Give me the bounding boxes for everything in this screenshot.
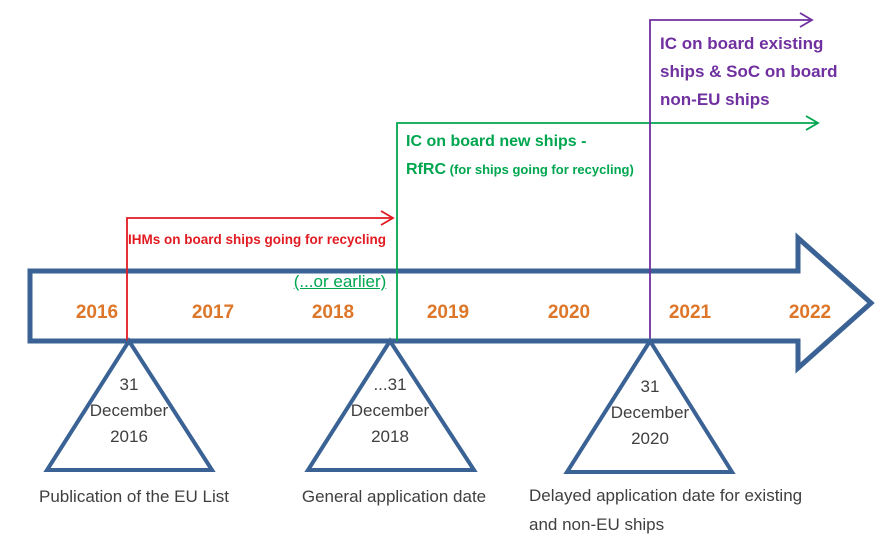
milestone-date-2020-year: 2020 [631, 429, 669, 448]
ihm-annotation-label: IHMs on board ships going for recycling [128, 232, 387, 247]
purple-arrow-line [649, 19, 811, 341]
caption-line: General application date [301, 487, 487, 506]
milestone-caption-general-application: General application date [274, 482, 514, 511]
caption-line-2: and non-EU ships [529, 515, 665, 534]
milestone-caption-delayed-application: Delayed application date for existing an… [529, 481, 869, 539]
green-arrow-head-icon [805, 115, 820, 131]
rfrc-label-detail: (for ships going for recycling) [446, 162, 634, 177]
ic-new-ships-label-line2: RfRC (for ships going for recycling) [406, 161, 634, 179]
purple-label-line2: ships & SoC on board [660, 62, 838, 81]
milestone-date-2020: 31 December 2020 [570, 374, 730, 452]
purple-arrow-head-icon [799, 12, 814, 28]
rfrc-label: RfRC [406, 161, 446, 178]
milestone-triangle-2016 [43, 337, 216, 472]
caption-line: Publication of the EU List [39, 487, 229, 506]
ic-new-ships-label-line1: IC on board new ships - [406, 133, 587, 150]
year-label-2017: 2017 [191, 302, 235, 323]
purple-label-line1: IC on board existing [660, 34, 824, 53]
milestone-date-2018-month: December [350, 401, 430, 420]
red-arrow-head-icon [380, 210, 395, 226]
milestone-triangle-2020 [563, 337, 736, 474]
purple-label-line3: non-EU ships [660, 90, 770, 109]
year-label-2016: 2016 [75, 302, 119, 323]
year-label-2018: 2018 [311, 302, 355, 323]
year-label-2022: 2022 [788, 302, 832, 323]
milestone-date-2018-day: ...31 [373, 375, 407, 394]
milestone-date-2016-year: 2016 [110, 427, 148, 446]
year-label-2021: 2021 [668, 302, 712, 323]
caption-line-1: Delayed application date for existing [529, 486, 803, 505]
or-earlier-note: (...or earlier) [293, 272, 387, 291]
milestone-date-2018-year: 2018 [371, 427, 409, 446]
milestone-date-2020-day: 31 [640, 377, 660, 396]
timeline-arrow [27, 232, 875, 374]
milestone-date-2016-day: 31 [119, 375, 139, 394]
milestone-date-2020-month: December [610, 403, 690, 422]
ic-existing-ships-label: IC on board existing ships & SoC on boar… [660, 30, 838, 114]
year-label-2019: 2019 [426, 302, 470, 323]
milestone-triangle-2018 [304, 337, 478, 472]
milestone-date-2016-month: December [89, 401, 169, 420]
red-arrow-line [126, 217, 392, 341]
milestone-date-2016: 31 December 2016 [49, 372, 209, 450]
year-label-2020: 2020 [547, 302, 591, 323]
milestone-date-2018: ...31 December 2018 [310, 372, 470, 450]
green-arrow-line [396, 122, 817, 341]
milestone-caption-eu-list: Publication of the EU List [14, 482, 254, 511]
